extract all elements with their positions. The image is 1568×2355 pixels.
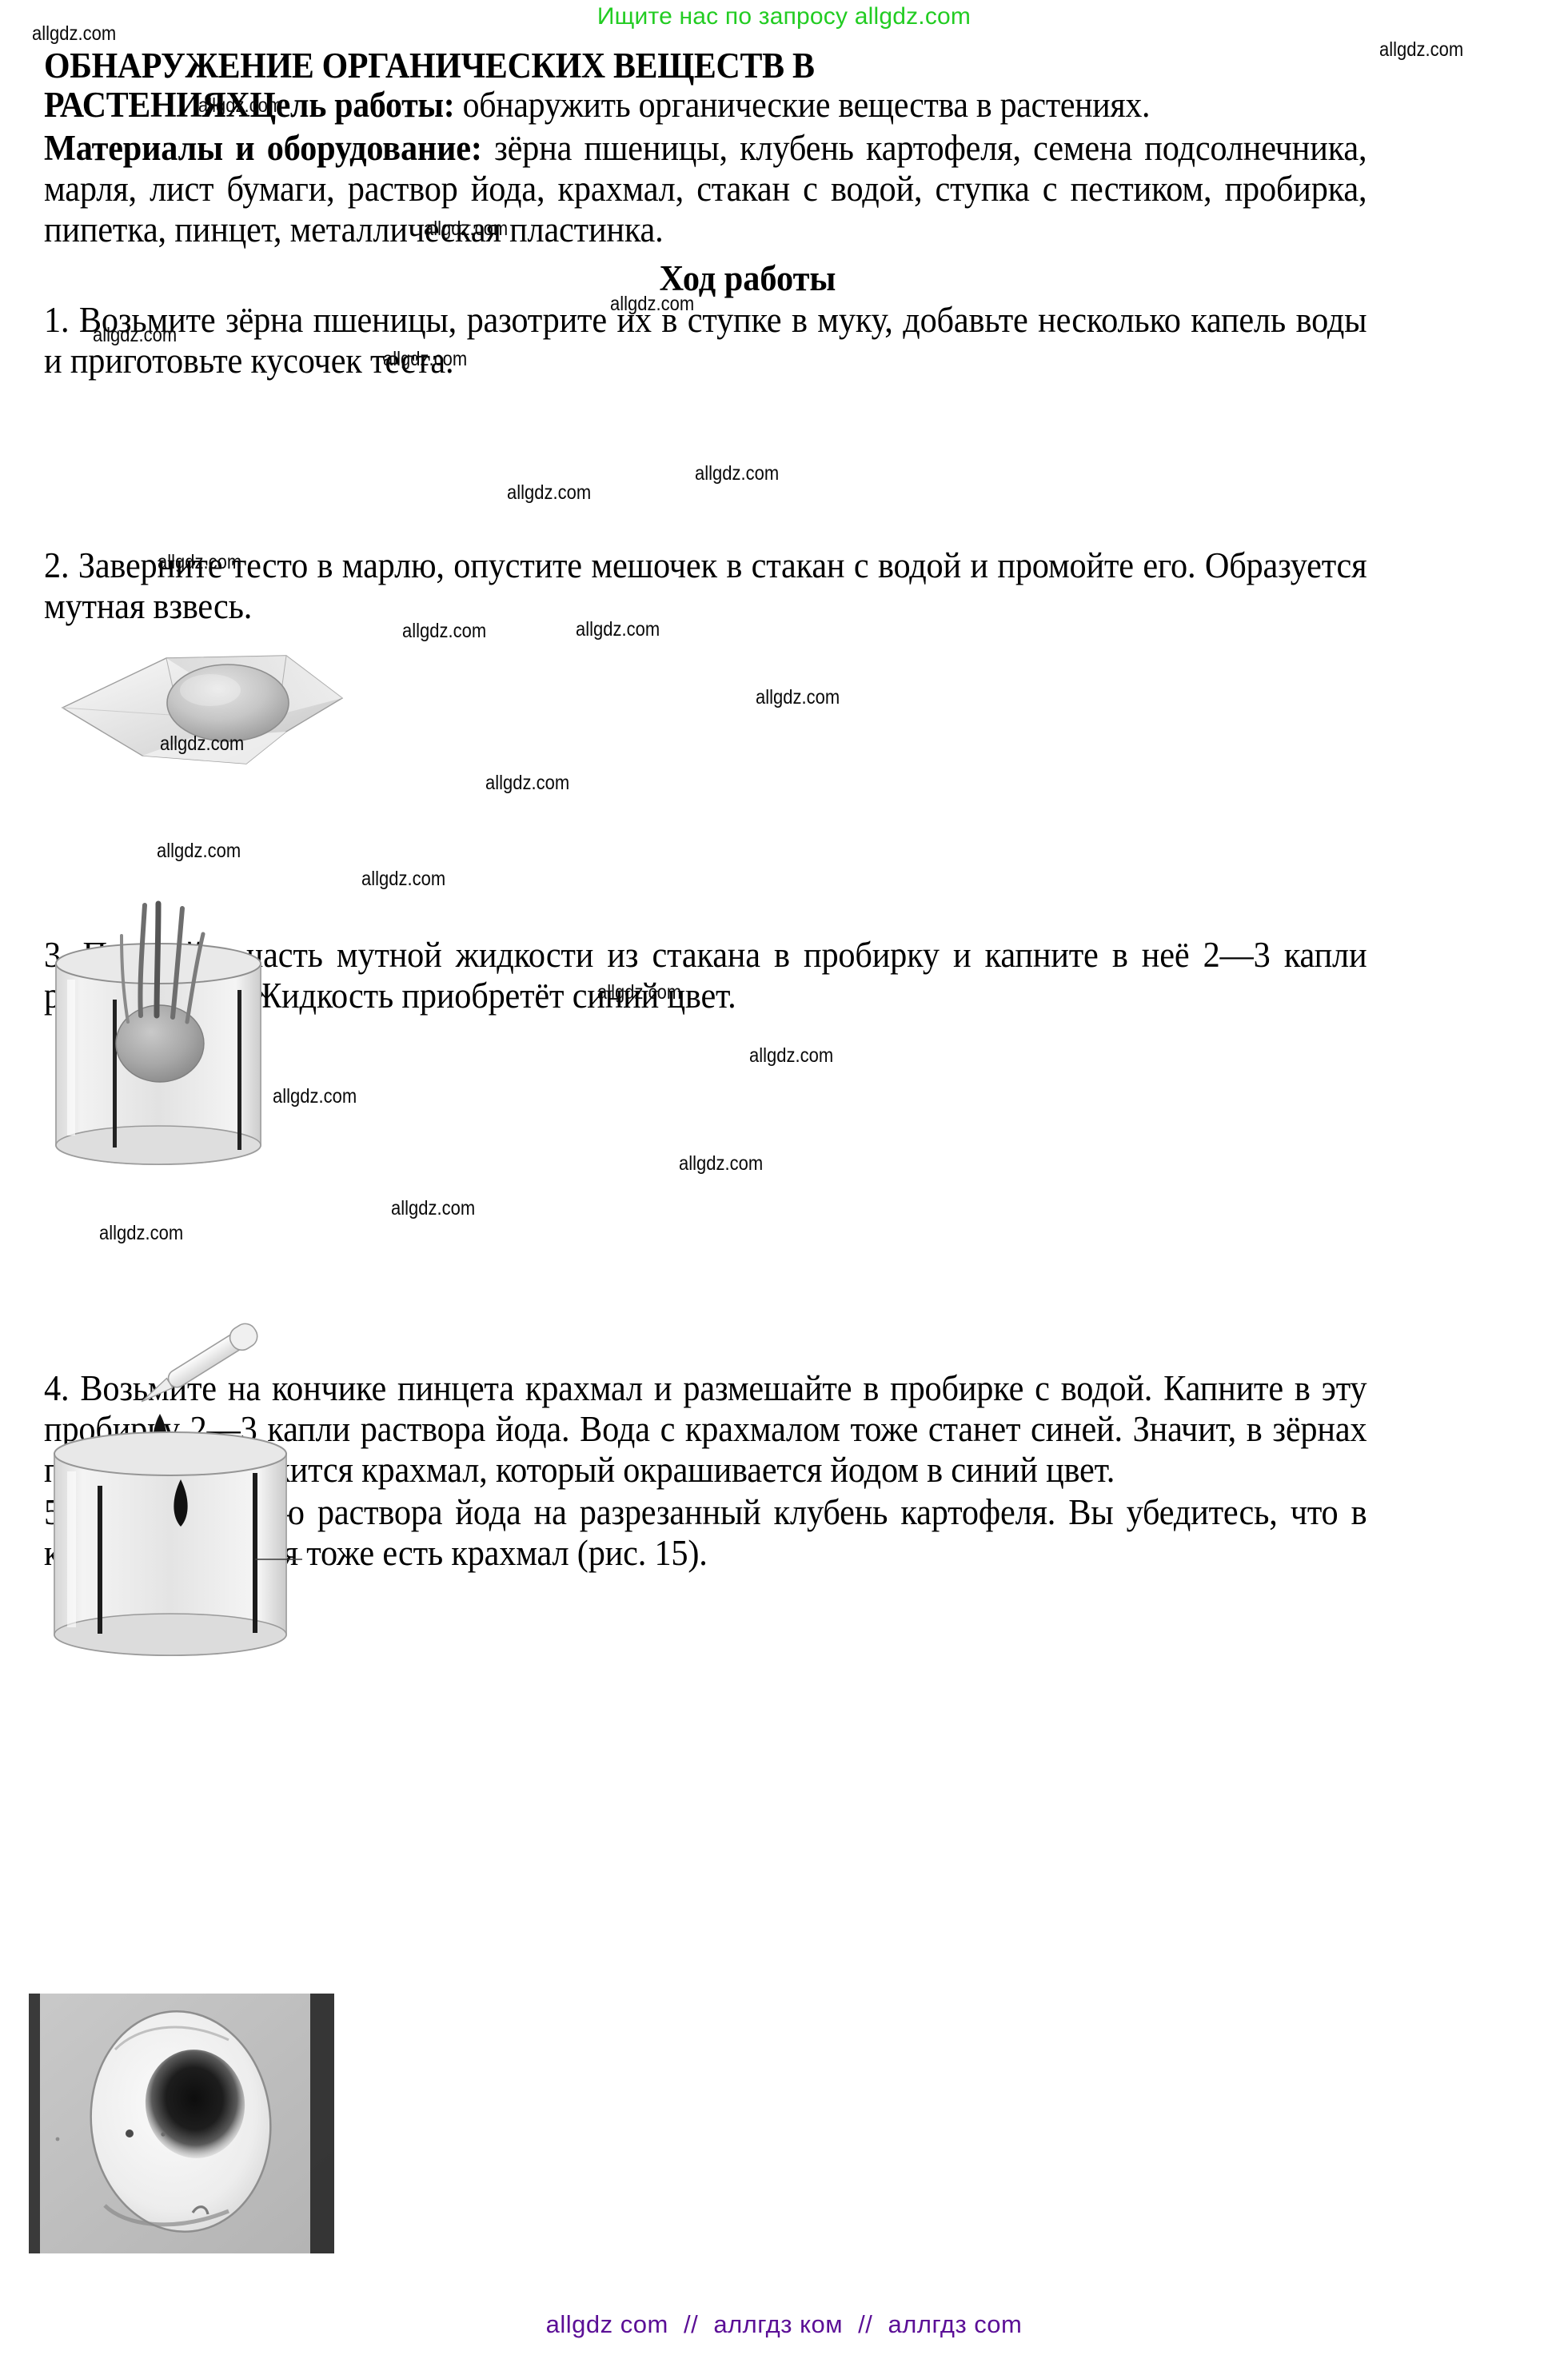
watermark-7: allgdz.com: [695, 462, 780, 485]
figure-potato-slice-iodine-stain: [29, 1994, 334, 2253]
materials-label: Материалы и оборудование:: [44, 128, 482, 168]
footer-separator-1: //: [683, 2310, 699, 2338]
watermark-13: allgdz.com: [160, 732, 245, 755]
watermark-14: allgdz.com: [485, 772, 570, 794]
procedure-heading: Ход работы: [659, 258, 836, 298]
watermark-20: allgdz.com: [679, 1152, 764, 1175]
watermark-15: allgdz.com: [157, 840, 241, 862]
footer-item-1: allgdz com: [545, 2310, 668, 2338]
footer-item-3: аллгдз com: [888, 2310, 1023, 2338]
step-1: 1. Возьмите зёрна пшеницы, разотрите их …: [44, 300, 1367, 381]
beaker-gauze-bag-icon: [55, 900, 261, 1165]
footer: allgdz com // аллгдз ком // аллгдз com: [0, 2310, 1568, 2339]
goal-label: Цель работы:: [249, 85, 455, 125]
materials-paragraph: Материалы и оборудование: зёрна пшеницы,…: [44, 128, 1367, 250]
watermark-12: allgdz.com: [756, 686, 840, 708]
watermark-0: allgdz.com: [32, 22, 117, 45]
step-2: 2. Заверните тесто в марлю, опустите меш…: [44, 545, 1367, 626]
watermark-5: allgdz.com: [93, 324, 178, 346]
page-title-line2: РАСТЕНИЯХ: [44, 85, 250, 125]
page-title: ОБНАРУЖЕНИЕ ОРГАНИЧЕСКИХ ВЕЩЕСТВ В РАСТЕ…: [44, 46, 1353, 125]
watermark-17: allgdz.com: [597, 981, 682, 1004]
watermark-6: allgdz.com: [383, 348, 468, 370]
footer-separator-2: //: [858, 2310, 873, 2338]
watermark-16: allgdz.com: [361, 868, 446, 890]
dough-on-cloth-icon: [61, 655, 344, 764]
promo-banner-text: Ищите нас по запросу allgdz.com: [596, 3, 972, 30]
watermark-10: allgdz.com: [576, 618, 660, 641]
watermark-2: allgdz.com: [198, 94, 283, 117]
promo-banner: Ищите нас по запросу allgdz.com: [0, 0, 1568, 34]
footer-item-2: аллгдз ком: [713, 2310, 844, 2338]
materials-text: зёрна пшеницы, клубень картофеля, семена…: [44, 128, 1367, 249]
watermark-18: allgdz.com: [749, 1044, 834, 1067]
watermark-1: allgdz.com: [1379, 38, 1464, 61]
watermark-3: allgdz.com: [424, 218, 509, 240]
beaker-pipette-icon: [54, 1323, 302, 1656]
goal-text: обнаружить органические вещества в расте…: [454, 85, 1151, 125]
page-title-line1: ОБНАРУЖЕНИЕ ОРГАНИЧЕСКИХ ВЕЩЕСТВ В: [44, 46, 815, 86]
figure-beaker-with-gauze-bag: [38, 896, 278, 1179]
figure-beaker-with-pipette-iodine: [38, 1319, 302, 1675]
step-4: 4. Возьмите на кончике пинцета крахмал и…: [44, 1368, 1367, 1490]
document-body: ОБНАРУЖЕНИЕ ОРГАНИЧЕСКИХ ВЕЩЕСТВ В РАСТЕ…: [44, 46, 1451, 1574]
watermark-22: allgdz.com: [99, 1222, 184, 1244]
watermark-9: allgdz.com: [158, 551, 242, 573]
potato-iodine-icon: [29, 1994, 334, 2253]
watermark-21: allgdz.com: [391, 1197, 476, 1219]
watermark-11: allgdz.com: [402, 620, 487, 642]
watermark-4: allgdz.com: [610, 293, 695, 315]
figure-dough-on-cloth: [46, 636, 358, 784]
watermark-8: allgdz.com: [507, 481, 592, 504]
watermark-19: allgdz.com: [273, 1085, 357, 1108]
